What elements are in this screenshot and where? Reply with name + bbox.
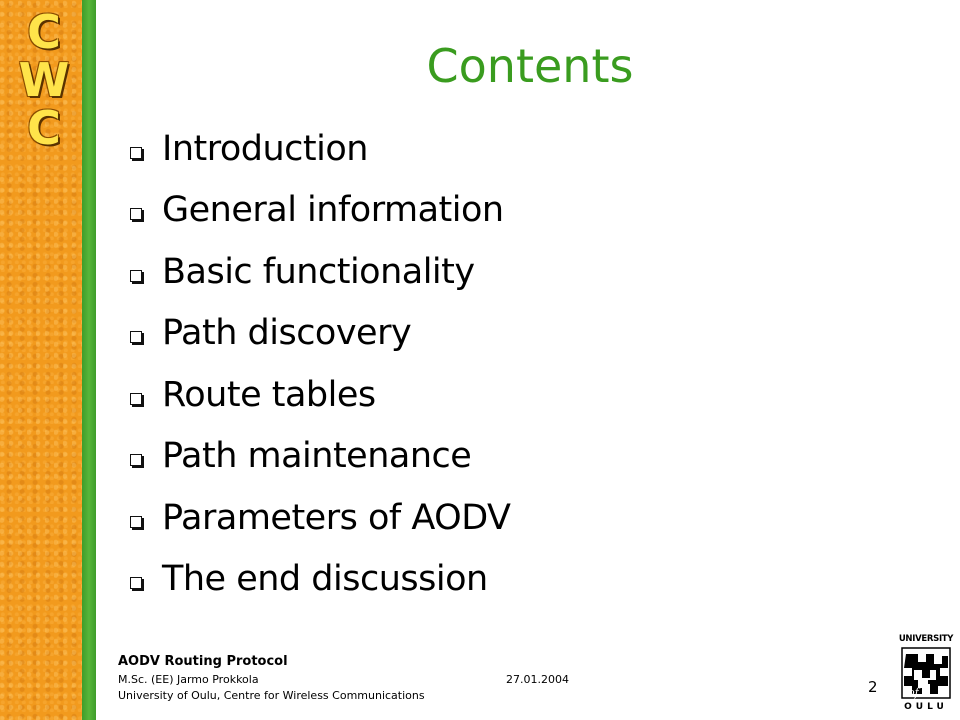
university-logo-bottom-text: OULU	[904, 702, 948, 712]
checkbox-bullet-icon	[130, 146, 142, 159]
contents-list: Introduction General information Basic f…	[130, 118, 511, 611]
checkbox-bullet-icon	[130, 208, 142, 221]
checkbox-bullet-icon	[130, 454, 142, 467]
list-item: Introduction	[130, 118, 510, 180]
list-item: The end discussion	[130, 549, 510, 611]
svg-text:of: of	[908, 686, 921, 699]
checkbox-bullet-icon	[130, 392, 142, 405]
slide-title: Contents	[426, 39, 634, 93]
list-item-label: Parameters of AODV	[162, 497, 511, 538]
logo-letter-c2: C	[27, 101, 61, 155]
list-item-label: Introduction	[162, 128, 368, 169]
university-logo-top-text: UNIVERSITY	[898, 634, 954, 644]
list-item-label: General information	[162, 190, 504, 231]
footer-presentation-title: AODV Routing Protocol	[118, 654, 288, 669]
checkbox-bullet-icon	[130, 515, 142, 528]
list-item-label: Basic functionality	[162, 251, 475, 292]
list-item: General information	[130, 180, 510, 242]
footer-date: 27.01.2004	[506, 673, 569, 686]
list-item: Route tables	[130, 364, 510, 426]
footer-author: M.Sc. (EE) Jarmo Prokkola	[118, 673, 259, 686]
university-emblem-icon: of	[900, 646, 952, 700]
checkbox-bullet-icon	[130, 577, 142, 590]
checkbox-bullet-icon	[130, 269, 142, 282]
cwc-logo: C W C	[16, 8, 72, 152]
list-item: Basic functionality	[130, 241, 510, 303]
list-item-label: Path maintenance	[162, 436, 472, 477]
left-orange-band	[0, 0, 82, 720]
list-item: Path maintenance	[130, 426, 510, 488]
university-of-oulu-logo: UNIVERSITY of OULU	[898, 634, 954, 716]
list-item: Path discovery	[130, 303, 510, 365]
list-item-label: The end discussion	[162, 559, 488, 600]
checkbox-bullet-icon	[130, 331, 142, 344]
page-number: 2	[868, 678, 878, 696]
logo-letter-c1: C	[27, 5, 61, 59]
list-item-label: Path discovery	[162, 313, 412, 354]
left-green-stripe	[82, 0, 96, 720]
logo-letter-w: W	[18, 53, 70, 107]
footer-organization: University of Oulu, Centre for Wireless …	[118, 689, 425, 702]
list-item: Parameters of AODV	[130, 487, 511, 549]
list-item-label: Route tables	[162, 374, 376, 415]
